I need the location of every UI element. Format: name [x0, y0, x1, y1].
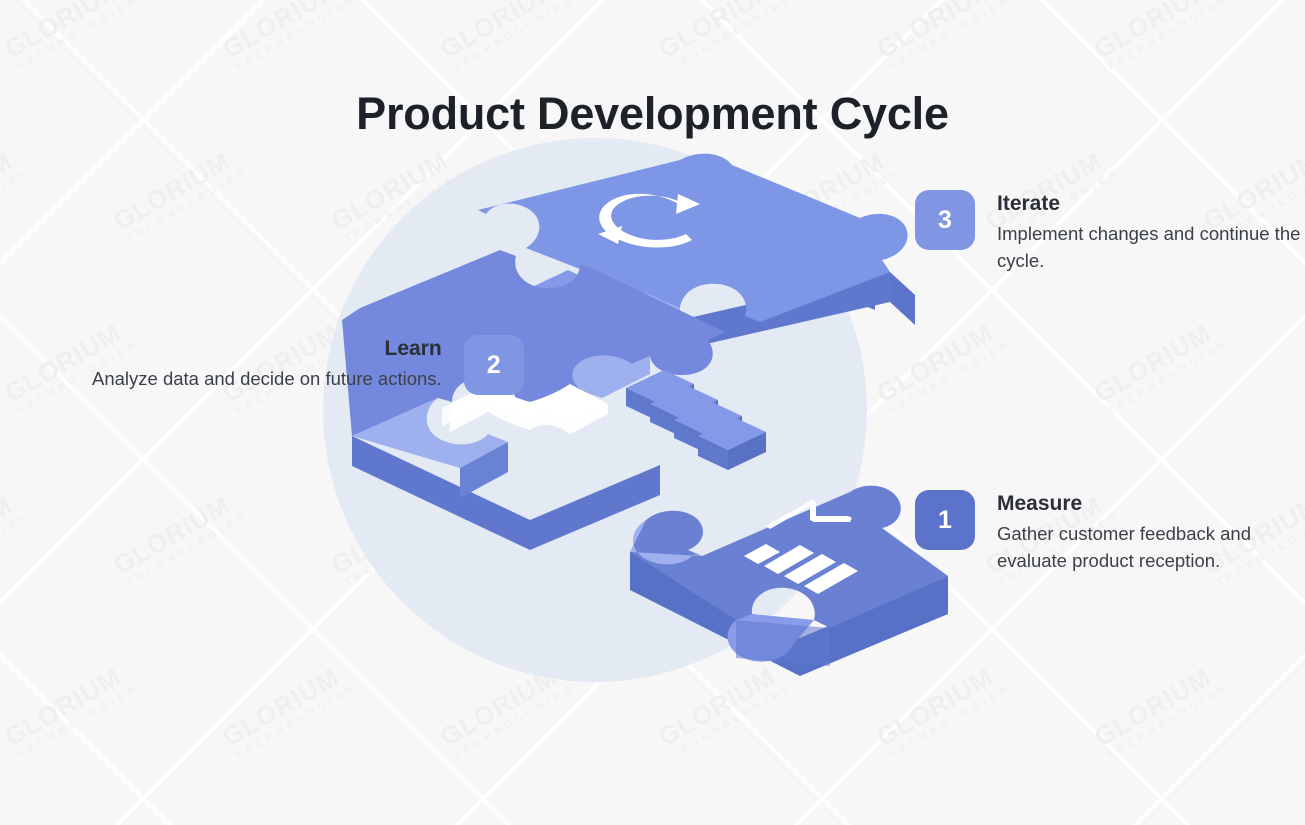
- watermark-sub: TECHNOLOGIES: [887, 0, 1014, 73]
- piece-learn-front-edge: [460, 442, 508, 498]
- step-badge-1: 1: [915, 490, 975, 550]
- open-book-icon: [442, 384, 608, 434]
- watermark-sub: TECHNOLOGIES: [0, 510, 33, 589]
- piece-iterate-top: [478, 153, 908, 322]
- watermark-main: GLORIUM: [1089, 661, 1217, 753]
- watermark-sub: TECHNOLOGIES: [124, 510, 251, 589]
- step-number-1: 1: [938, 505, 952, 534]
- step-title-learn: Learn: [384, 337, 442, 360]
- step-title-iterate: Iterate: [997, 192, 1061, 215]
- step-iterate[interactable]: 3 Iterate Implement changes and continue…: [915, 190, 1305, 275]
- step-measure[interactable]: 1 Measure Gather customer feedback and e…: [915, 490, 1305, 575]
- piece-iterate-side-right: [890, 272, 915, 325]
- watermark-main: GLORIUM: [653, 0, 781, 65]
- step-text-2: Learn Analyze data and decide on future …: [92, 335, 442, 393]
- step-text-1: Measure Gather customer feedback and eva…: [997, 490, 1305, 575]
- step-number-3: 3: [938, 205, 952, 234]
- refresh-cycle-icon: [598, 193, 700, 248]
- watermark-main: GLORIUM: [217, 0, 345, 65]
- watermark-main: GLORIUM: [435, 0, 563, 65]
- watermark-sub: TECHNOLOGIES: [1105, 682, 1232, 761]
- watermark-sub: TECHNOLOGIES: [0, 166, 33, 245]
- piece-learn-depth: [352, 436, 530, 550]
- watermark-sub: TECHNOLOGIES: [1105, 0, 1232, 73]
- watermark-main: GLORIUM: [0, 489, 18, 581]
- step-desc-learn: Analyze data and decide on future action…: [92, 368, 442, 390]
- step-desc-iterate: Implement changes and continue the cycle…: [997, 223, 1301, 271]
- step-desc-measure: Gather customer feedback and evaluate pr…: [997, 523, 1252, 571]
- step-badge-3: 3: [915, 190, 975, 250]
- watermark-main: GLORIUM: [0, 145, 18, 237]
- watermark-main: GLORIUM: [108, 145, 236, 237]
- watermark-sub: TECHNOLOGIES: [1105, 338, 1232, 417]
- watermark-sub: TECHNOLOGIES: [233, 0, 360, 73]
- piece-learn-top: [342, 250, 725, 436]
- piece-learn-side: [530, 465, 660, 550]
- step-learn[interactable]: Learn Analyze data and decide on future …: [92, 335, 524, 395]
- watermark-main: GLORIUM: [108, 489, 236, 581]
- watermark-main: GLORIUM: [1089, 317, 1217, 409]
- piece-measure-front-edge: [736, 620, 830, 666]
- watermark-main: GLORIUM: [871, 0, 999, 65]
- watermark-sub: TECHNOLOGIES: [15, 682, 142, 761]
- bar-chart-icon: [744, 500, 858, 594]
- step-title-measure: Measure: [997, 492, 1083, 515]
- watermark-main: GLORIUM: [1089, 0, 1217, 65]
- puzzle-piece-measure: [630, 485, 948, 676]
- piece-learn-notch: [572, 355, 650, 398]
- puzzle-illustration: [323, 120, 990, 740]
- watermark-sub: TECHNOLOGIES: [451, 0, 578, 73]
- piece-measure-side: [800, 576, 948, 676]
- step-text-3: Iterate Implement changes and continue t…: [997, 190, 1305, 275]
- watermark-main: GLORIUM: [0, 0, 127, 65]
- watermark-sub: TECHNOLOGIES: [15, 0, 142, 73]
- watermark-main: GLORIUM: [0, 661, 127, 753]
- piece-measure-notch: [630, 520, 702, 565]
- puzzle-piece-learn: [342, 250, 725, 550]
- watermark-sub: TECHNOLOGIES: [669, 0, 796, 73]
- step-badge-2: 2: [463, 335, 524, 395]
- page-title: Product Development Cycle: [356, 88, 949, 140]
- stairs-learn-to-measure: [626, 370, 766, 470]
- step-number-2: 2: [486, 350, 501, 379]
- watermark-sub: TECHNOLOGIES: [124, 166, 251, 245]
- piece-learn-tab: [352, 398, 508, 468]
